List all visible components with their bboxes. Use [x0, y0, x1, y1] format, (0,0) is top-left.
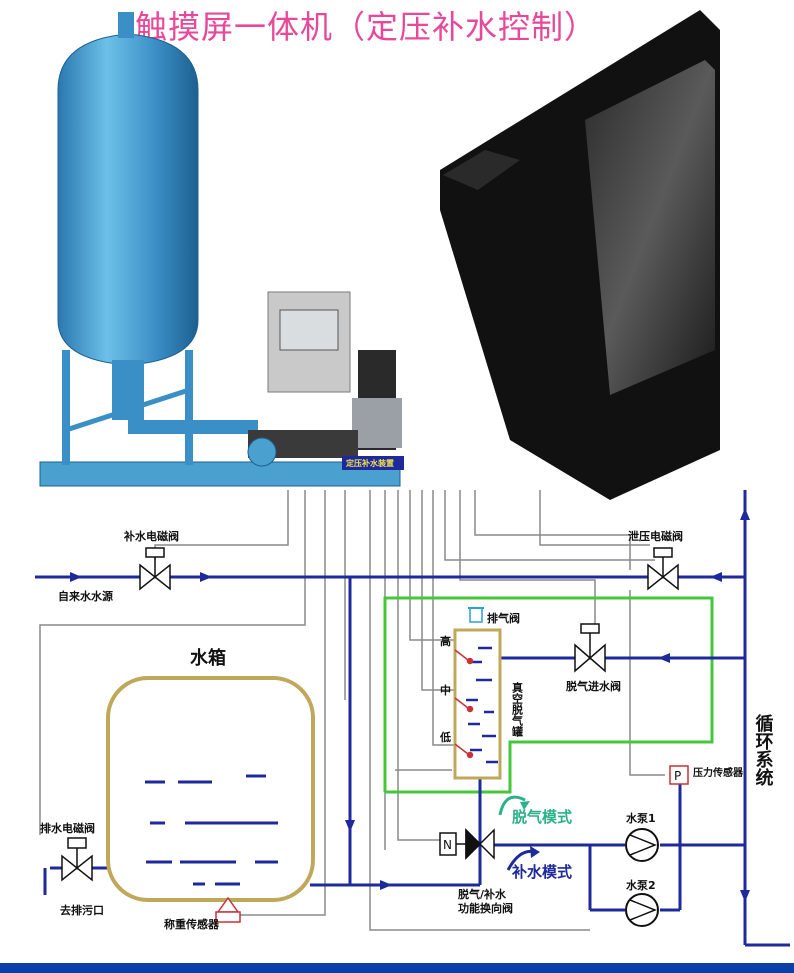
level-probes	[454, 649, 474, 759]
water-pipes	[35, 490, 790, 947]
flow-arrows	[70, 508, 750, 902]
weigh-sensor-label: 称重传感器	[164, 917, 220, 931]
drain-solenoid-valve	[61, 837, 93, 882]
page-title: 触摸屏一体机（定压补水控制）	[135, 8, 598, 46]
pressure-symbol: P	[674, 769, 681, 783]
pump-2-icon	[625, 893, 659, 927]
tank-water-marks	[145, 774, 278, 886]
degas-inlet-valve-label: 脱气进水阀	[566, 679, 621, 693]
relief-solenoid-valve	[647, 547, 679, 591]
water-tank	[106, 676, 315, 902]
degas-loop-line	[383, 596, 714, 794]
vacuum-tank-label: 真空脱气罐	[511, 681, 525, 738]
switch-valve-label-1: 脱气/补水	[458, 887, 507, 901]
equipment-plate: 定压补水装置	[345, 458, 394, 468]
water-tank-label: 水箱	[190, 647, 226, 669]
switch-valve-label-2: 功能换向阀	[458, 901, 513, 915]
level-low-label: 低	[439, 730, 451, 744]
pump-1-icon	[625, 828, 659, 862]
relief-valve-label: 泄压电磁阀	[628, 529, 683, 543]
pressure-sensor-label: 压力传感器	[693, 766, 744, 779]
pressure-sensor-icon: P	[669, 765, 689, 785]
makeup-solenoid-valve	[139, 547, 171, 591]
exhaust-valve-label: 排气阀	[487, 611, 520, 625]
makeup-mode-label: 补水模式	[511, 863, 572, 881]
circulation-system-label: 循环系统	[753, 713, 774, 787]
water-source-label: 自来水水源	[58, 589, 113, 603]
degas-mode-arrow	[498, 795, 526, 816]
makeup-valve-label: 补水电磁阀	[123, 529, 179, 543]
bottom-bar	[0, 963, 794, 973]
degas-mode-label: 脱气模式	[512, 808, 572, 826]
switch-valve: N	[439, 828, 495, 860]
weigh-sensor-icon	[215, 896, 241, 923]
level-mid-label: 中	[440, 683, 451, 697]
to-drain-label: 去排污口	[60, 903, 104, 917]
pump-2-label: 水泵2	[626, 878, 656, 892]
degas-inlet-valve	[574, 623, 606, 673]
drain-valve-label: 排水电磁阀	[40, 821, 95, 835]
level-high-label: 高	[440, 634, 451, 648]
exhaust-valve-icon	[468, 607, 484, 623]
touch-screen-panel	[440, 10, 720, 500]
degas-tank-marks	[466, 646, 498, 764]
expansion-vessel-unit: 定压补水装置	[39, 12, 404, 487]
switch-valve-symbol: N	[443, 838, 452, 852]
pump-1-label: 水泵1	[626, 811, 656, 825]
